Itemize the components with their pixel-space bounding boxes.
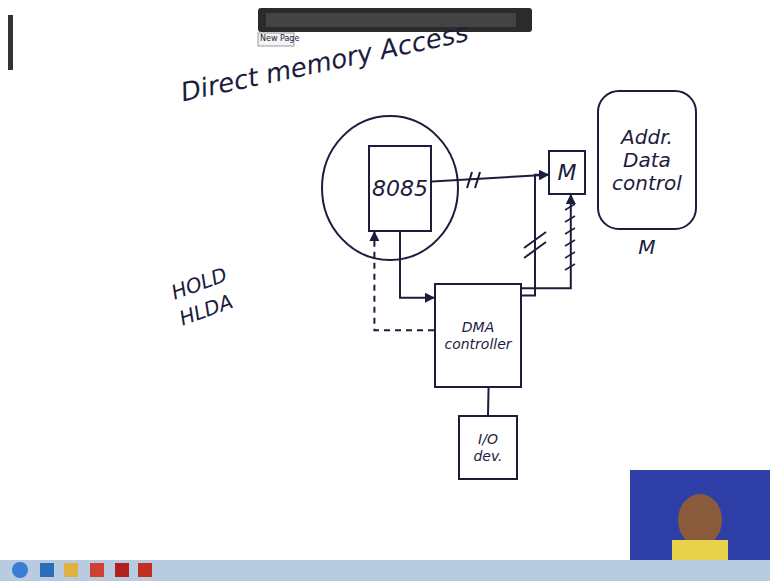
node-label: DMA controller	[439, 319, 517, 351]
cpu-circle	[322, 116, 458, 260]
taskbar-icon	[90, 563, 104, 577]
start-button	[12, 562, 28, 578]
dashed-signal-line	[374, 232, 434, 330]
taskbar-icon	[115, 563, 129, 577]
pen-toolbar	[258, 8, 532, 32]
node-label: I/O dev.	[463, 431, 513, 463]
left-edge-mark	[8, 15, 13, 70]
node-caption: M	[599, 236, 695, 259]
presenter-video	[630, 470, 770, 560]
node-label: Addr. Data control	[602, 126, 692, 195]
bus-note-box: Addr. Data controlM	[597, 90, 697, 230]
bus-connector	[522, 195, 571, 288]
memory-box: M	[548, 150, 586, 195]
bus-connector	[487, 388, 490, 415]
presenter-shirt	[672, 540, 728, 560]
io-device-box: I/O dev.	[458, 415, 518, 480]
toolbar-icons	[266, 13, 516, 27]
tooltip-text: New Page	[260, 34, 299, 43]
taskbar-icon	[64, 563, 78, 577]
taskbar-icon	[40, 563, 54, 577]
taskbar-icon	[138, 563, 152, 577]
node-label: M	[558, 160, 577, 185]
presenter-head	[678, 494, 722, 546]
bus-connector	[400, 232, 434, 298]
dma-controller-box: DMA controller	[434, 283, 522, 388]
bus-slash	[475, 172, 480, 188]
cpu-box: 8085	[368, 145, 432, 232]
taskbar	[0, 560, 770, 581]
bus-connector	[432, 175, 548, 182]
node-label: 8085	[372, 176, 428, 201]
bus-connector	[522, 175, 548, 296]
